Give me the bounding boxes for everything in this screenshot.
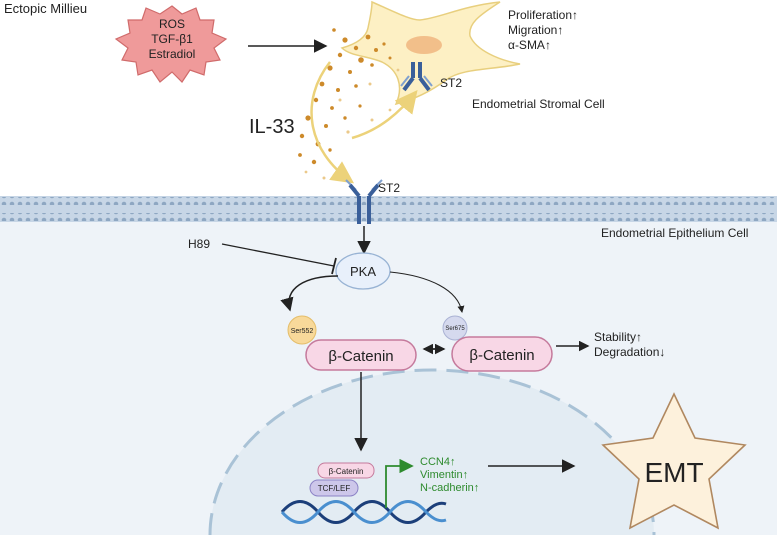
emt-label: EMT: [644, 457, 703, 488]
il33-to-epithelium-arrow: [310, 61, 355, 184]
tcf-lef: [309, 479, 359, 497]
stromal-effect-proliferation: Proliferation↑: [508, 8, 578, 22]
il33-to-stromal-arrow: [351, 90, 418, 140]
stimulus-ros: ROS: [159, 17, 185, 31]
beta-catenin-left-label: β-Catenin: [328, 348, 393, 365]
st2-receptor-membrane: [345, 179, 383, 224]
ser675-site: [442, 315, 468, 341]
stromal-nucleus: [406, 36, 442, 54]
target-ccn4: CCN4↑: [420, 456, 455, 468]
ser675-label: Ser675: [445, 326, 465, 332]
tcf-lef-label: TCF/LEF: [318, 484, 351, 493]
st2-membrane-label: ST2: [378, 181, 400, 195]
h89-label: H89: [188, 237, 210, 251]
degradation-label: Degradation↓: [594, 345, 665, 359]
pka-label: PKA: [350, 264, 376, 279]
beta-catenin-right: [451, 336, 553, 372]
st2-receptor-stromal: [400, 62, 433, 92]
nuclear-beta-catenin: [317, 462, 375, 479]
stability-label: Stability↑: [594, 330, 642, 344]
ectopic-milieu-label: Ectopic Millieu: [4, 1, 87, 16]
target-ncadherin: N-cadherin↑: [420, 482, 479, 494]
transcription-arrow: [385, 458, 414, 508]
pka-to-ser552-arrow: [280, 275, 339, 312]
ser552-site: [287, 315, 317, 345]
nuclear-beta-catenin-label: β-Catenin: [329, 467, 364, 476]
pka-to-ser675-arrow: [389, 271, 465, 313]
ser552-label: Ser552: [291, 328, 314, 335]
stromal-cell: [340, 0, 521, 106]
stromal-effect-migration: Migration↑: [508, 23, 563, 37]
beta-catenin-right-label: β-Catenin: [469, 347, 534, 364]
emt-star: [601, 392, 747, 530]
cell-membrane: [0, 196, 777, 222]
il33-particles-faint: [304, 68, 400, 180]
dna-helix: [280, 500, 447, 524]
stromal-cell-label: Endometrial Stromal Cell: [472, 97, 605, 111]
st2-stromal-label: ST2: [440, 76, 462, 90]
epithelium-cell-label: Endometrial Epithelium Cell: [601, 226, 748, 240]
stimulus-tgfb1: TGF-β1: [151, 32, 193, 46]
stimulus-burst: ROS TGF-β1 Estradiol: [114, 5, 228, 83]
beta-catenin-left: [305, 339, 417, 371]
pka-node: [335, 252, 391, 290]
target-vimentin: Vimentin↑: [420, 469, 468, 481]
h89-inhibition-bar: [331, 257, 337, 275]
il33-label: IL-33: [249, 116, 295, 138]
stimulus-estradiol: Estradiol: [149, 47, 196, 61]
stromal-effect-asma: α-SMA↑: [508, 38, 551, 52]
h89-inhibition-line: [221, 243, 335, 267]
